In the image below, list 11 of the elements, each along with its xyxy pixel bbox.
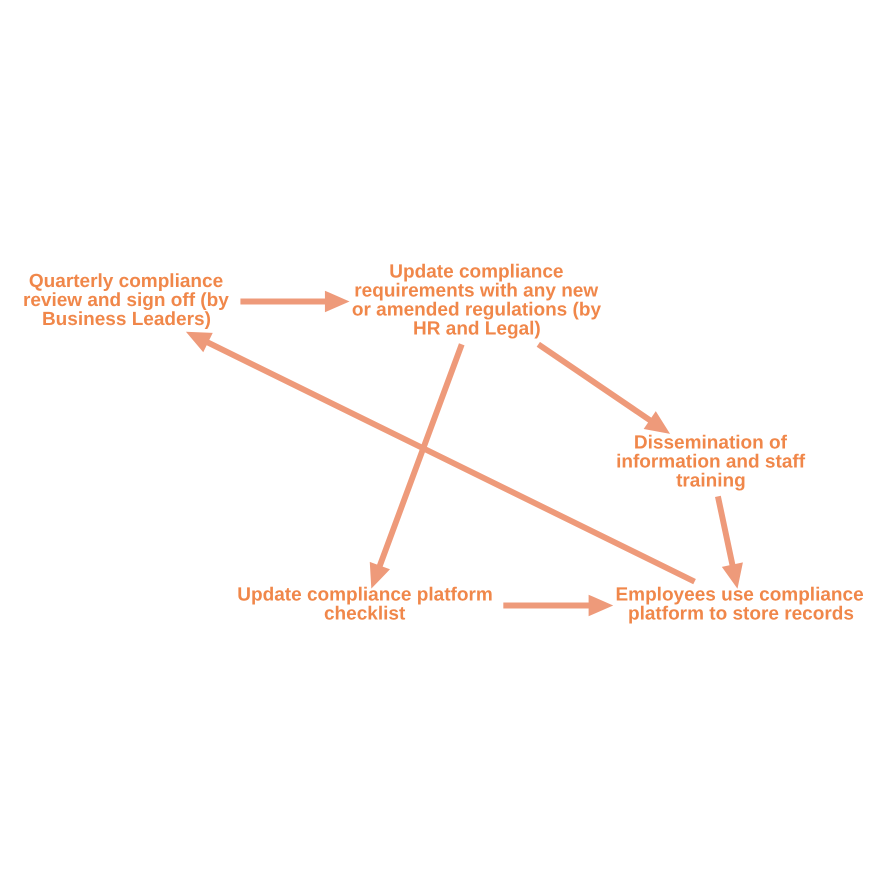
node-text: Update compliance requirements with any new or amended regulations (by HR and Legal) (352, 261, 602, 340)
node-text: Update compliance platform checklist (237, 584, 493, 624)
arrow (186, 331, 696, 584)
arrow (536, 341, 670, 434)
arrow (503, 594, 614, 616)
node-text: Dissemination of information and staff training (616, 432, 806, 492)
arrow (715, 495, 743, 588)
node-text: Quarterly compliance review and sign off (by Business Leaders) (22, 270, 229, 330)
node-text: Employees use compliance platform to store records (616, 584, 864, 624)
arrow (370, 342, 465, 588)
arrow (240, 290, 350, 312)
